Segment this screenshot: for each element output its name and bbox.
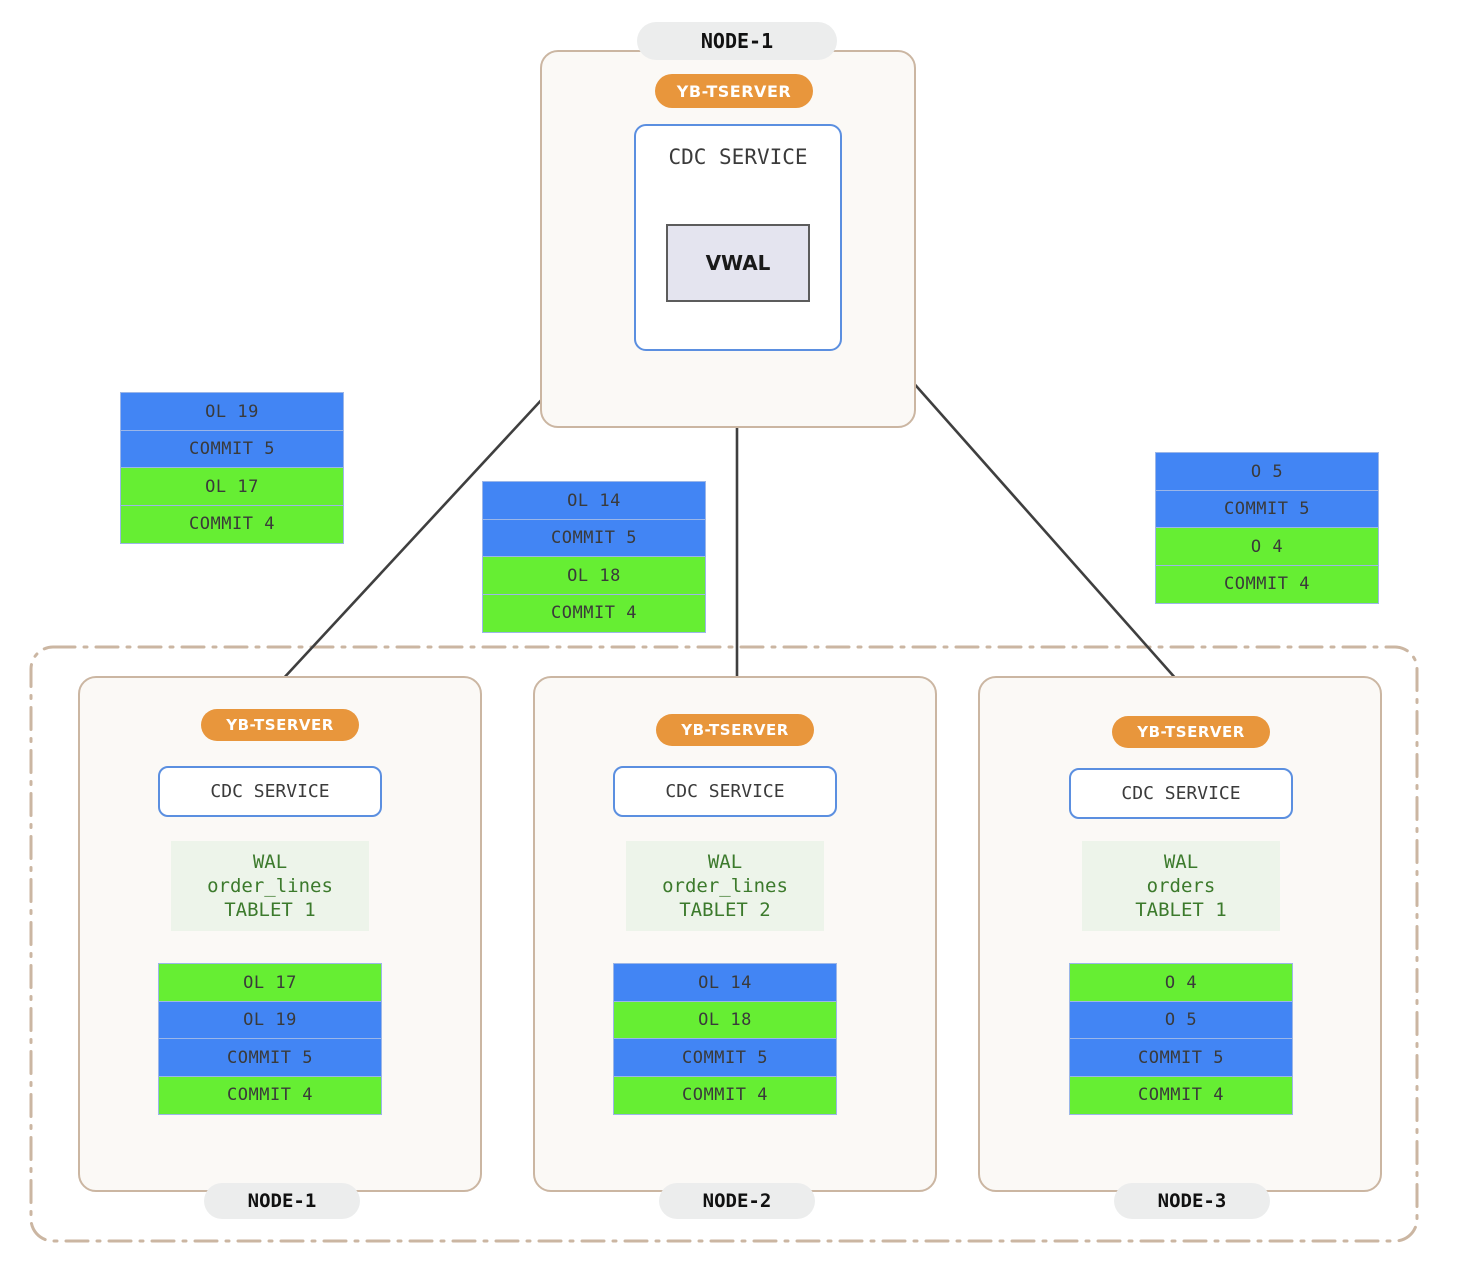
record-label: O 5 [1164,1010,1198,1030]
bottom-cdc-service-2: CDC SERVICE [613,766,837,817]
wal-line-2: order_lines [662,874,788,897]
record-label: OL 17 [243,972,297,993]
wal-block-1: WAL order_lines TABLET 1 [171,841,369,931]
node-record-stack-2: OL 14 OL 18 COMMIT 5 COMMIT 4 [613,963,837,1115]
record-label: OL 19 [205,401,259,422]
wal-line-1: WAL [1163,850,1199,873]
node-record-stack-3: O 4 O 5 COMMIT 5 COMMIT 4 [1069,963,1293,1115]
top-node-badge-label: NODE-1 [700,29,774,53]
wal-block-2: WAL order_lines TABLET 2 [626,841,824,931]
record-label: COMMIT 4 [551,603,637,623]
bottom-node-label-1: NODE-1 [247,1190,317,1212]
record-label: COMMIT 5 [1224,499,1310,519]
record-row: O 4 [1155,527,1379,566]
bottom-tserver-label-2: YB-TSERVER [681,721,789,739]
node-record-stack-1: OL 17 OL 19 COMMIT 5 COMMIT 4 [158,963,382,1115]
bottom-node-label-2: NODE-2 [702,1190,772,1212]
record-row: OL 14 [613,963,837,1002]
record-row: COMMIT 5 [613,1038,837,1077]
record-row: OL 19 [120,392,344,431]
bottom-node-badge-1: NODE-1 [204,1183,360,1219]
bottom-node-card-1 [78,676,482,1192]
record-row: O 5 [1069,1000,1293,1040]
record-label: COMMIT 4 [227,1085,313,1105]
record-label: OL 14 [698,972,752,993]
record-row: COMMIT 5 [1069,1038,1293,1077]
record-label: OL 19 [243,1010,297,1030]
record-label: COMMIT 5 [682,1047,768,1068]
record-row: COMMIT 5 [482,518,706,558]
record-row: OL 17 [158,963,382,1002]
bottom-cdc-label-3: CDC SERVICE [1121,783,1241,804]
record-row: COMMIT 4 [613,1075,837,1115]
record-label: O 4 [1164,972,1198,993]
wal-block-3: WAL orders TABLET 1 [1082,841,1280,931]
bottom-tserver-label-3: YB-TSERVER [1137,723,1245,741]
bottom-node-card-3 [978,676,1382,1192]
record-label: COMMIT 5 [227,1047,313,1068]
record-label: O 5 [1250,461,1284,482]
top-cdc-line-2: SERVICE [719,145,808,169]
bottom-tserver-label-1: YB-TSERVER [226,716,334,734]
record-row: COMMIT 5 [1155,489,1379,529]
record-row: OL 18 [482,556,706,595]
record-label: OL 14 [567,490,621,511]
record-label: OL 17 [205,476,259,497]
wal-line-3: TABLET 1 [224,899,316,922]
record-label: COMMIT 4 [1224,574,1310,594]
record-label: COMMIT 4 [1138,1085,1224,1105]
floating-stack-middle: OL 14 COMMIT 5 OL 18 COMMIT 4 [482,481,706,633]
record-row: COMMIT 5 [120,429,344,469]
bottom-node-label-3: NODE-3 [1157,1190,1227,1212]
record-row: OL 14 [482,481,706,520]
record-label: COMMIT 5 [1138,1047,1224,1068]
record-label: COMMIT 5 [189,439,275,459]
record-row: OL 19 [158,1000,382,1040]
wal-line-1: WAL [252,850,288,873]
top-node-badge: NODE-1 [637,22,837,60]
record-row: COMMIT 4 [482,593,706,633]
bottom-cdc-service-3: CDC SERVICE [1069,768,1293,819]
record-row: COMMIT 4 [120,504,344,544]
record-label: OL 18 [567,565,621,586]
bottom-cdc-service-1: CDC SERVICE [158,766,382,817]
bottom-tserver-badge-2: YB-TSERVER [656,714,814,746]
record-label: COMMIT 4 [682,1085,768,1105]
record-row: COMMIT 5 [158,1038,382,1077]
record-row: OL 18 [613,1000,837,1040]
vwal-box: VWAL [666,224,810,302]
bottom-cdc-label-2: CDC SERVICE [665,781,785,802]
wal-line-2: orders [1146,874,1216,897]
cluster-outline [29,645,1419,1243]
floating-stack-left: OL 19 COMMIT 5 OL 17 COMMIT 4 [120,392,344,544]
vwal-label: VWAL [705,251,771,275]
record-label: O 4 [1250,536,1284,557]
bottom-cdc-label-1: CDC SERVICE [210,781,330,802]
bottom-tserver-badge-1: YB-TSERVER [201,709,359,741]
bottom-tserver-badge-3: YB-TSERVER [1112,716,1270,748]
top-tserver-badge-label: YB-TSERVER [676,81,792,101]
top-tserver-badge: YB-TSERVER [655,74,813,108]
record-label: OL 18 [698,1010,752,1030]
wal-line-2: order_lines [207,874,333,897]
top-cdc-line-1: CDC [668,145,707,169]
bottom-node-badge-2: NODE-2 [659,1183,815,1219]
bottom-node-card-2 [533,676,937,1192]
record-label: COMMIT 5 [551,528,637,548]
wal-line-3: TABLET 1 [1135,899,1227,922]
floating-stack-right: O 5 COMMIT 5 O 4 COMMIT 4 [1155,452,1379,604]
wal-line-3: TABLET 2 [679,899,771,922]
record-row: OL 17 [120,467,344,506]
wal-line-1: WAL [707,850,743,873]
bottom-node-badge-3: NODE-3 [1114,1183,1270,1219]
record-row: COMMIT 4 [1069,1075,1293,1115]
record-row: O 5 [1155,452,1379,491]
record-row: COMMIT 4 [1155,564,1379,604]
record-row: COMMIT 4 [158,1075,382,1115]
record-row: O 4 [1069,963,1293,1002]
record-label: COMMIT 4 [189,514,275,534]
